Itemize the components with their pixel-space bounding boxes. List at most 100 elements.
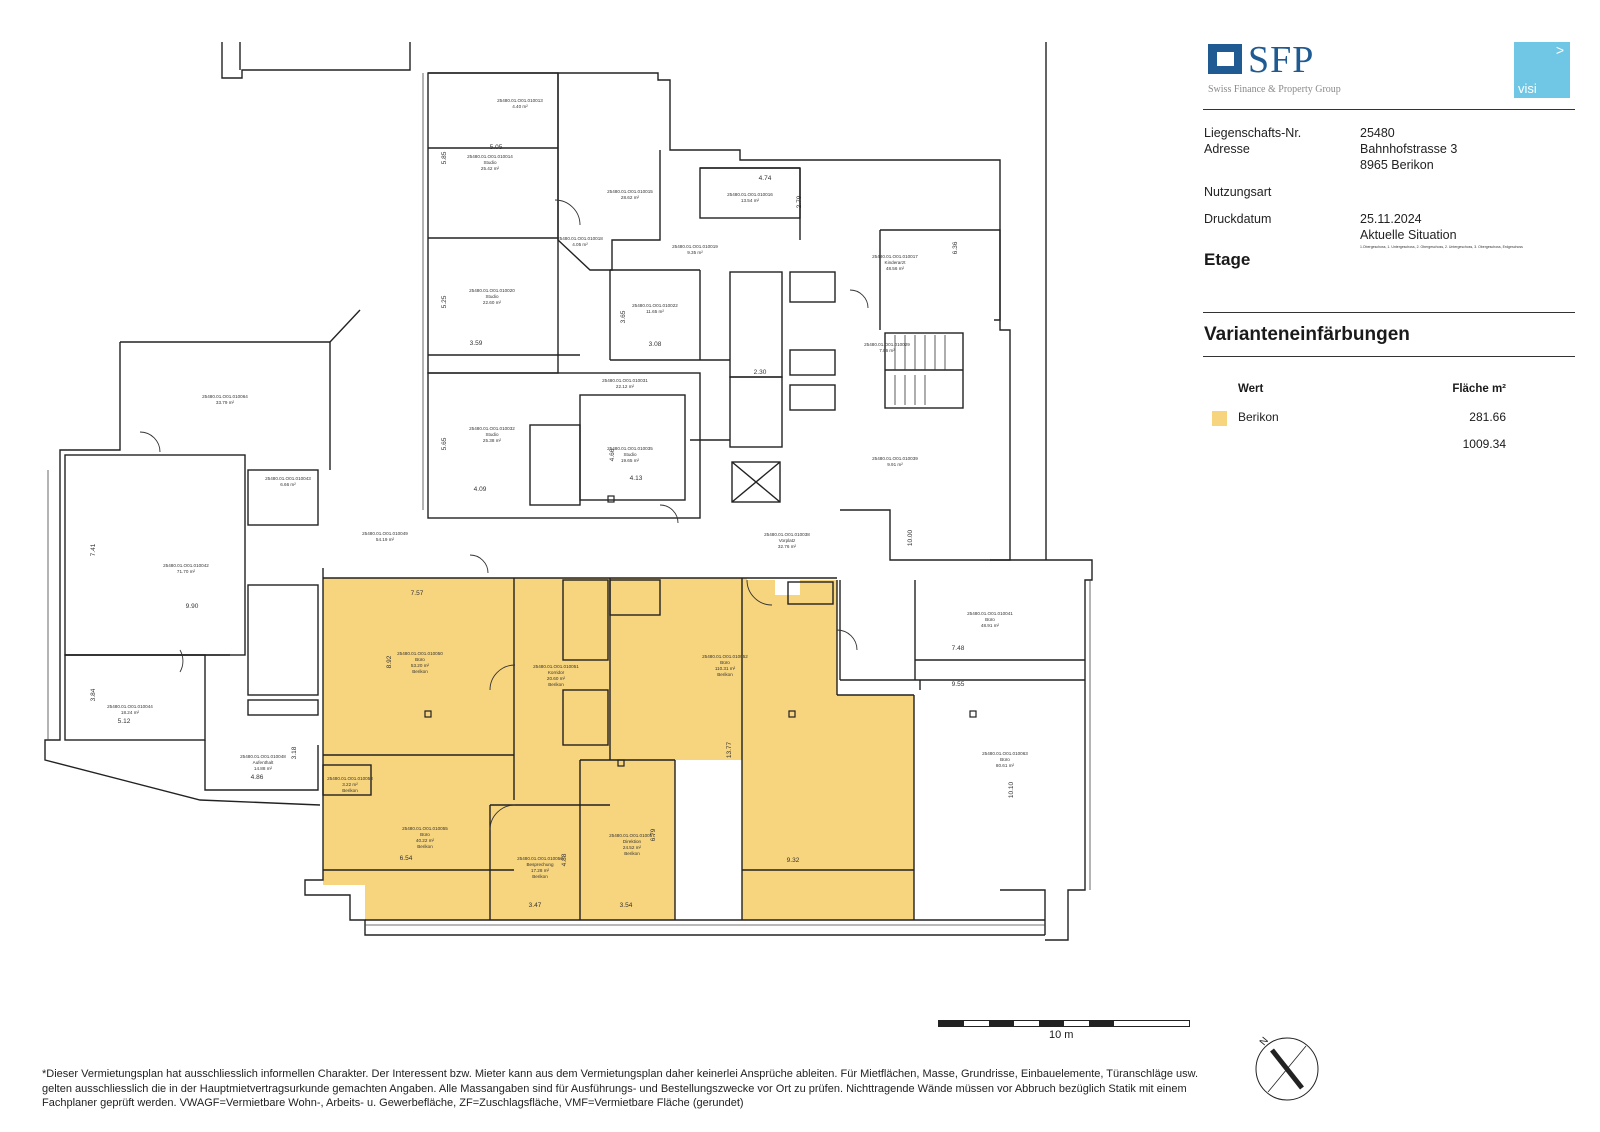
room-label: Berikon	[532, 874, 548, 879]
dimension-label: 10.00	[907, 529, 914, 546]
room-label: 25480.01.O01.010016	[727, 192, 773, 197]
room-label: 80.61 m²	[996, 763, 1015, 768]
dimension-label: 3.08	[649, 341, 662, 348]
room-label: 25480.01.O01.010041	[967, 611, 1013, 616]
dimension-label: 6.36	[952, 241, 959, 254]
liegenschaft-label: Liegenschafts-Nr.	[1204, 126, 1302, 140]
sfp-logo-text: SFP	[1248, 39, 1315, 81]
room-label: Aufenthalt	[253, 760, 274, 765]
room-label: 24.52 m²	[623, 845, 642, 850]
legend-header-wert: Wert	[1238, 383, 1264, 395]
room-label: 25480.01.O01.010042	[163, 563, 209, 568]
room-label: 25480.01.O01.010039	[872, 456, 918, 461]
liegenschaft-value: 25480	[1360, 126, 1395, 140]
door-swings	[139, 199, 869, 831]
room-label: 22.12 m²	[616, 384, 635, 389]
room-label: Berikon	[412, 669, 428, 674]
room-label: 25480.01.O01.010019	[672, 244, 718, 249]
room-label: 25480.01.O01.010038	[764, 532, 810, 537]
dimension-label: 9.90	[186, 603, 199, 610]
dimension-label: 4.13	[630, 475, 643, 482]
room-label: 25480.01.O01.010018	[557, 236, 603, 241]
room-label: Büro	[420, 832, 430, 837]
legend-row-label: Berikon	[1238, 410, 1279, 424]
room-label: Büro	[415, 657, 425, 662]
dimension-label: 3.18	[291, 746, 298, 759]
room-label: 40.22 m²	[416, 838, 435, 843]
room-label: 19.65 m²	[621, 458, 640, 463]
room-label: 25480.01.O01.010032	[469, 426, 515, 431]
dimension-label: 4.86	[251, 774, 264, 781]
scale-bar	[938, 1020, 1190, 1027]
room-label: Berikon	[548, 682, 564, 687]
adresse-line1: Bahnhofstrasse 3	[1360, 142, 1458, 156]
room-label: Direktion	[623, 839, 642, 844]
room-label: 25480.01.O01.010052	[702, 654, 748, 659]
room-label: Besprechung	[526, 862, 554, 867]
room-label: 48.91 m²	[981, 623, 1000, 628]
room-label: 3.22 m²	[342, 782, 358, 787]
room-label: 7.06 m²	[879, 348, 895, 353]
sfp-logo-mark	[1208, 44, 1242, 74]
dimension-label: 3.84	[90, 688, 97, 701]
room-label: 6.66 m²	[280, 482, 296, 487]
room-label: Büro	[720, 660, 730, 665]
room-label: 9.35 m²	[687, 250, 703, 255]
room-label: Berikon	[717, 672, 733, 677]
sfp-logo: SFP Swiss Finance & Property Group	[1208, 39, 1408, 102]
dimension-label: 6.54	[400, 855, 413, 862]
walls	[44, 42, 1093, 941]
dimension-label: 2.79	[796, 195, 803, 208]
dimension-label: 3.47	[529, 902, 542, 909]
room-label: Studio	[485, 432, 498, 437]
room-label: Korridor	[548, 670, 565, 675]
dimension-label: 2.30	[754, 369, 767, 376]
room-label: 22.60 m²	[483, 300, 502, 305]
room-label: 25480.01.O01.010044	[107, 704, 153, 709]
room-label: Büro	[985, 617, 995, 622]
dimension-label: 7.48	[952, 645, 965, 652]
room-label: 25480.01.O01.010020	[469, 288, 515, 293]
room-label: 25480.01.O01.010022	[632, 303, 678, 308]
room-label: 53.20 m²	[411, 663, 430, 668]
dimension-label: 8.92	[386, 655, 393, 668]
room-label: 25480.01.O01.010015	[607, 189, 653, 194]
room-label: 18.24 m²	[121, 710, 140, 715]
adresse-label: Adresse	[1204, 142, 1250, 156]
dimension-label: 13.77	[726, 741, 733, 758]
room-label: 20.60 m²	[547, 676, 566, 681]
room-label: Studio	[483, 160, 496, 165]
room-label: 25480.01.O01.010056	[517, 856, 563, 861]
dimension-label: 10.10	[1008, 781, 1015, 798]
legend-row-value: 281.66	[1469, 410, 1506, 424]
room-label: 4.05 m²	[572, 242, 588, 247]
situation-value: Aktuelle Situation	[1360, 228, 1457, 242]
highlighted-area-berikon	[323, 578, 914, 920]
room-label: 25480.01.O01.010013	[497, 98, 543, 103]
room-label: 25480.01.O01.010050	[397, 651, 443, 656]
section-divider-top	[1203, 312, 1575, 313]
room-label: 25480.01.O01.010043	[265, 476, 311, 481]
room-label: 25480.01.O01.010055	[402, 826, 448, 831]
dimension-label: 3.54	[620, 902, 633, 909]
dimension-label: 5.65	[441, 437, 448, 450]
room-label: 25480.01.O01.010063	[982, 751, 1028, 756]
north-label: N	[1258, 1035, 1271, 1048]
etage-heading: Etage	[1204, 250, 1251, 269]
dimension-label: 4.09	[474, 486, 487, 493]
adresse-line2: 8965 Berikon	[1360, 158, 1434, 172]
section-divider-bottom	[1203, 356, 1575, 357]
room-label: 25480.01.O01.010051	[533, 664, 579, 669]
druckdatum-value: 25.11.2024	[1360, 212, 1422, 226]
dimension-label: 9.55	[952, 681, 965, 688]
room-label: 48.56 m²	[886, 266, 905, 271]
scale-label: 10 m	[1049, 1029, 1074, 1041]
dimension-label: 3.59	[470, 340, 483, 347]
room-label: 33.79 m²	[216, 400, 235, 405]
scale-segment	[989, 1021, 1014, 1026]
room-label: 11.65 m²	[646, 309, 664, 314]
dimension-label: 3.65	[620, 310, 627, 323]
